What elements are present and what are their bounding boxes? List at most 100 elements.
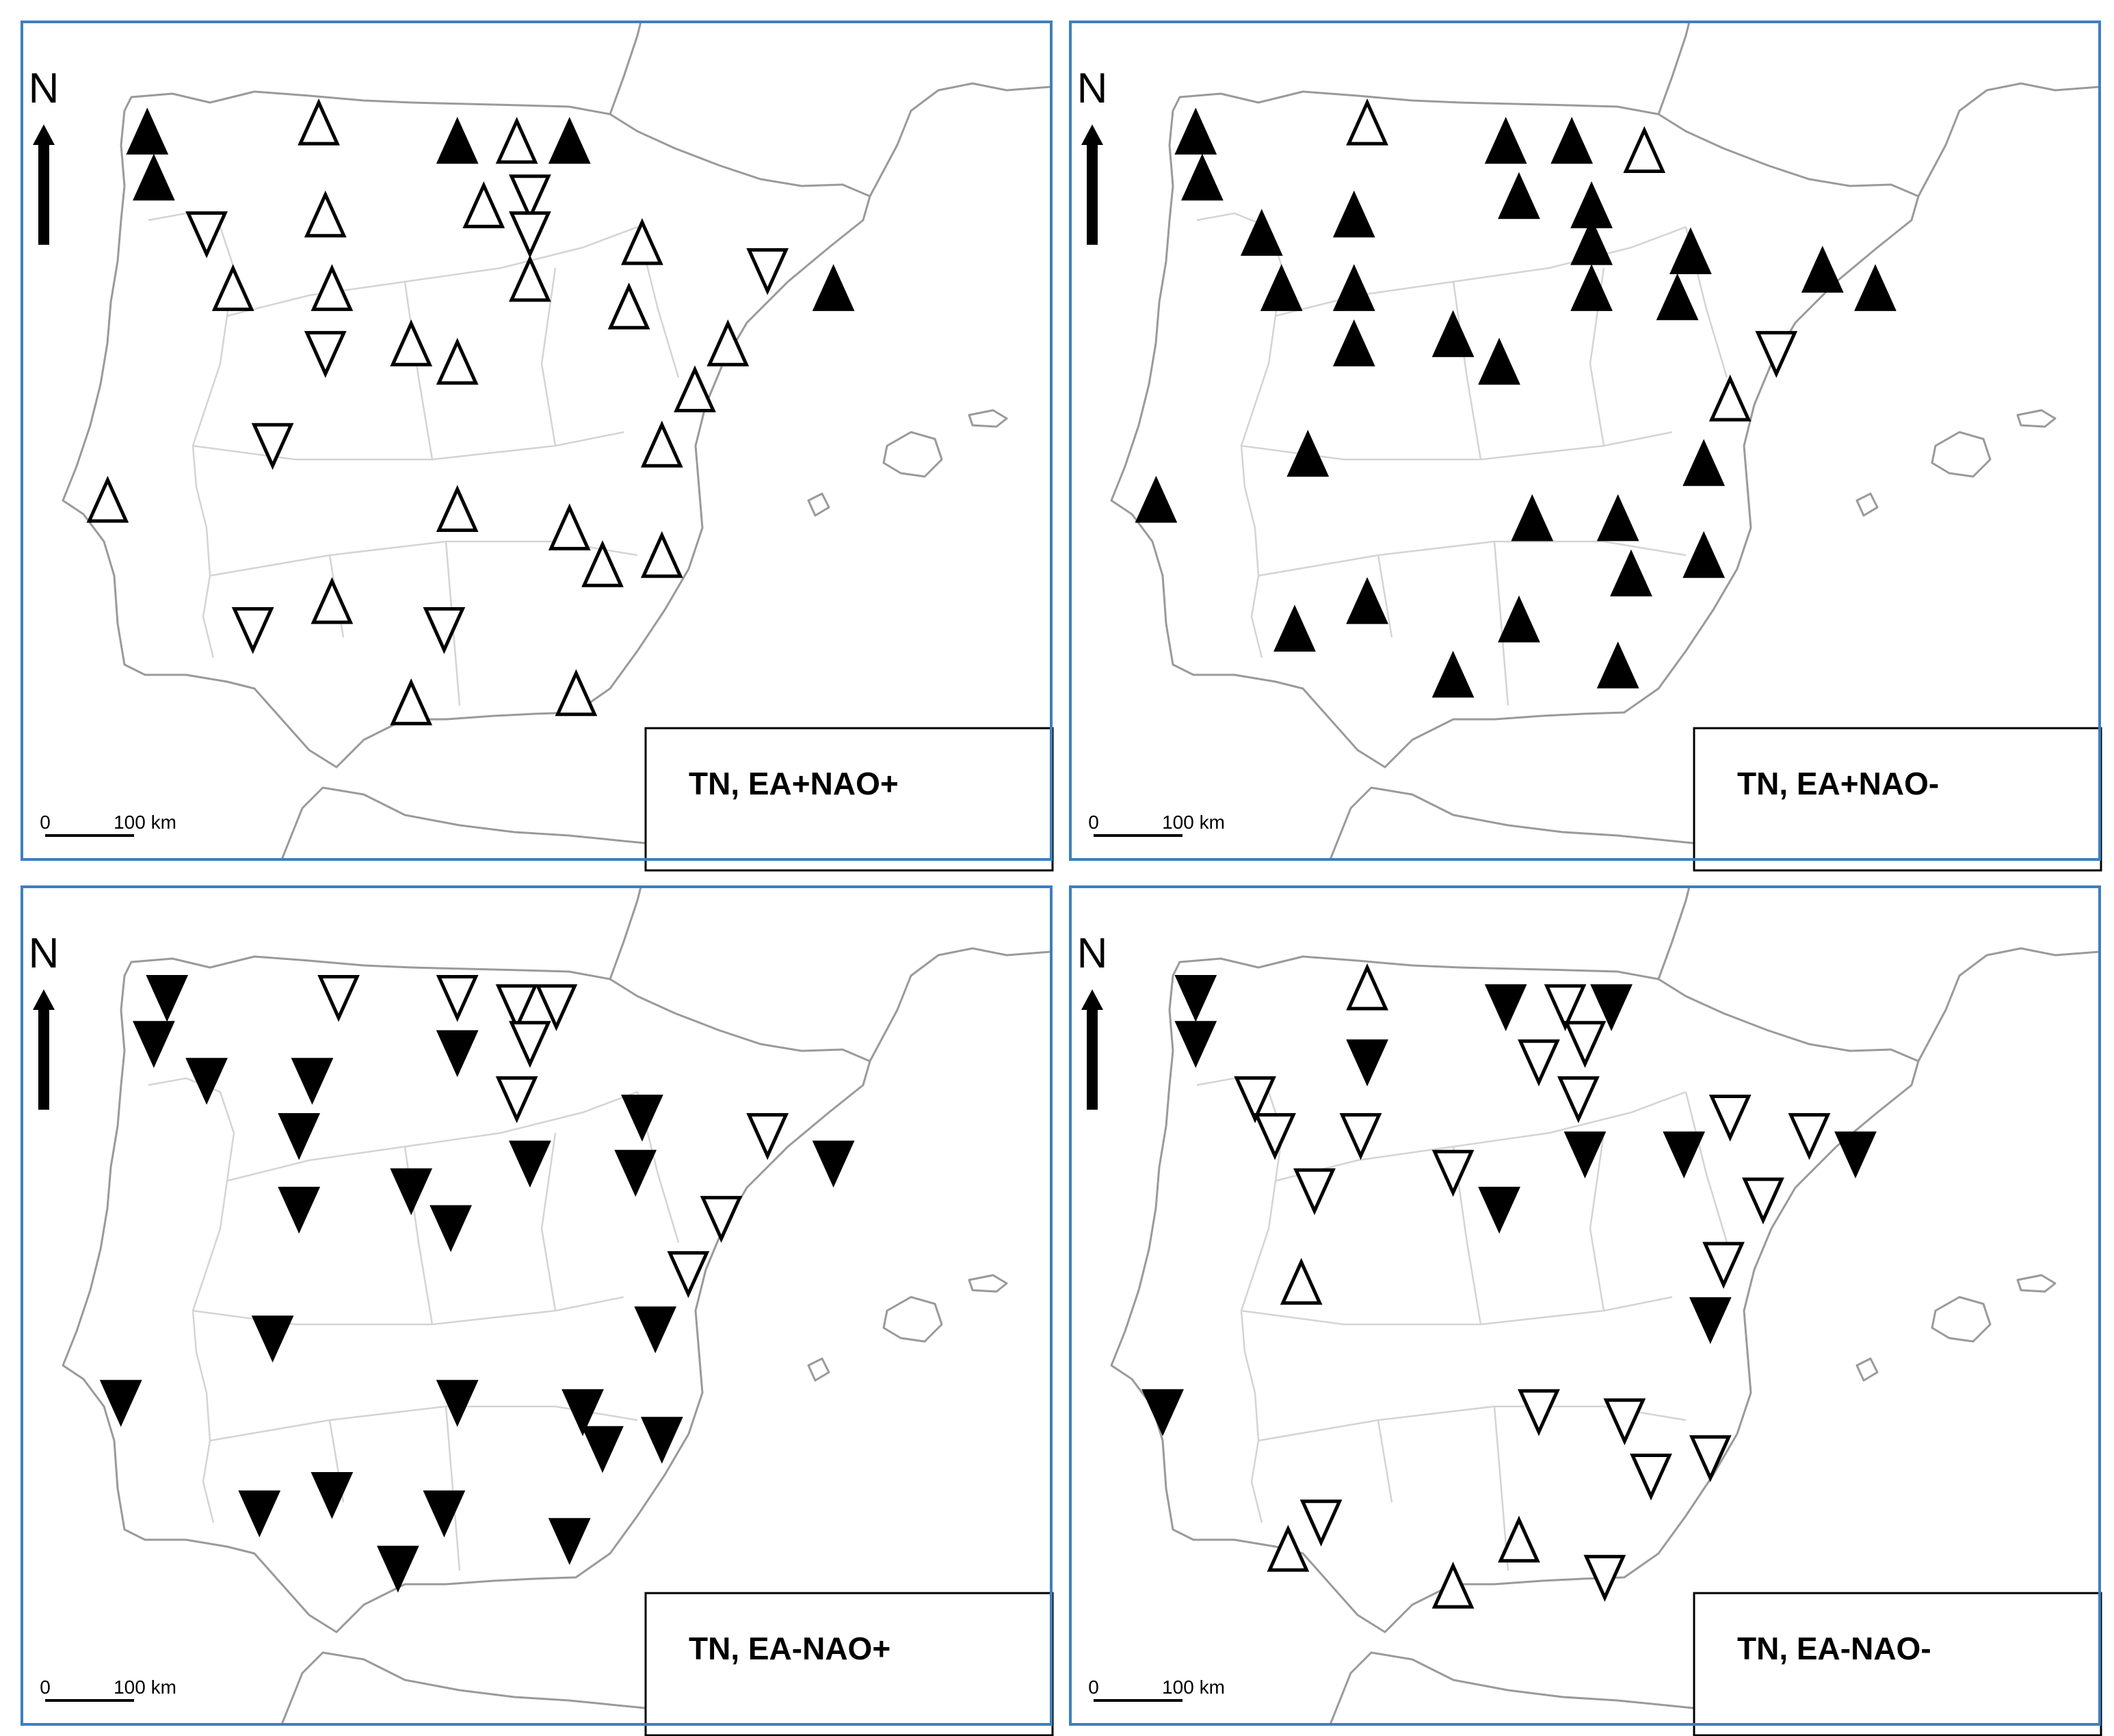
station-triangle-down-open [1755, 331, 1798, 378]
scale-bar: 0 100 km [40, 812, 176, 837]
basemap [1110, 22, 2100, 859]
map-panel-ea-plus-nao-minus: N 0 100 km TN, EA+NAO- [1069, 21, 2102, 872]
legend-box: TN, EA+NAO+ [644, 727, 1054, 872]
north-label: N [1077, 65, 1108, 112]
scale-bar-line [1094, 834, 1182, 837]
north-arrow-head-icon [1081, 989, 1103, 1010]
station-triangle-up-open [607, 282, 650, 330]
station-triangle-down-filled [423, 1490, 466, 1538]
north-label: N [1077, 930, 1108, 977]
north-arrow-head-icon [1081, 124, 1103, 145]
scale-bar: 0 100 km [1088, 1677, 1225, 1702]
station-triangle-down-open [1299, 1499, 1343, 1547]
station-triangle-down-filled [1141, 1389, 1184, 1437]
scale-zero-label: 0 [1088, 812, 1099, 833]
station-triangle-down-open [1708, 1095, 1752, 1142]
station-triangle-up-open [311, 264, 354, 311]
scale-distance-label: 100 km [1162, 812, 1225, 833]
station-markers [1141, 963, 1877, 1609]
station-triangle-down-filled [1563, 1131, 1607, 1179]
ibiza-island [807, 492, 830, 517]
station-triangle-down-open [304, 331, 347, 378]
station-triangle-down-open [509, 1021, 551, 1068]
north-arrow: N [1077, 65, 1108, 245]
station-triangle-up-filled [1511, 494, 1554, 542]
station-triangle-up-open [674, 365, 716, 412]
station-triangle-down-filled [251, 1316, 294, 1363]
station-triangle-up-open [436, 338, 479, 385]
panel-title: TN, EA-NAO- [1737, 1631, 1931, 1666]
scale-zero-label: 0 [40, 812, 51, 833]
station-triangle-up-open [211, 264, 254, 311]
station-triangle-down-open [231, 607, 274, 654]
station-triangle-down-open [1254, 1113, 1296, 1160]
station-triangle-down-filled [561, 1389, 604, 1437]
station-triangle-up-filled [548, 116, 591, 164]
station-triangle-up-open [86, 475, 129, 523]
menorca-island [968, 1274, 1008, 1293]
north-arrow-head-icon [33, 989, 55, 1010]
station-triangle-down-open [1339, 1113, 1382, 1160]
station-triangle-up-filled [1498, 595, 1540, 643]
station-triangle-up-filled [1431, 650, 1475, 698]
station-triangle-down-filled [436, 1380, 479, 1427]
scale-zero-label: 0 [1088, 1677, 1099, 1698]
station-triangle-up-filled [1498, 172, 1540, 219]
station-triangle-up-filled [1346, 577, 1388, 624]
station-triangle-up-open [1708, 374, 1752, 422]
scale-bar: 0 100 km [1088, 812, 1225, 837]
station-triangle-down-open [1293, 1168, 1336, 1216]
station-triangle-down-filled [1663, 1131, 1706, 1179]
station-triangle-down-open [746, 1113, 789, 1160]
station-triangle-up-open [311, 577, 354, 624]
scale-zero-label: 0 [40, 1677, 51, 1698]
basemap [62, 887, 1051, 1724]
station-triangle-up-filled [1286, 429, 1330, 477]
station-triangle-up-filled [1570, 218, 1613, 265]
north-arrow-shaft [38, 144, 49, 245]
panel-frame [1069, 885, 2101, 1726]
station-triangle-up-filled [1431, 310, 1475, 358]
scale-bar: 0 100 km [40, 1677, 176, 1702]
station-triangle-down-filled [548, 1518, 591, 1565]
station-triangle-down-filled [1478, 1186, 1520, 1234]
station-triangle-down-filled [238, 1490, 281, 1538]
station-triangle-up-filled [1174, 107, 1217, 155]
station-triangle-up-filled [1484, 116, 1527, 164]
station-triangle-down-open [1788, 1113, 1831, 1160]
station-triangle-up-filled [1478, 338, 1520, 385]
north-arrow-shaft [38, 1009, 49, 1110]
station-triangle-down-filled [146, 975, 189, 1022]
station-triangle-down-open [1630, 1454, 1672, 1501]
station-triangle-up-filled [1260, 264, 1303, 311]
station-triangle-up-filled [1682, 531, 1726, 578]
panel-title: TN, EA+NAO- [1737, 766, 1939, 801]
station-triangle-up-open [1346, 963, 1388, 1011]
menorca-island [968, 409, 1008, 428]
station-triangle-up-filled [1135, 475, 1178, 523]
station-triangle-down-open [436, 975, 479, 1022]
station-triangle-down-open [535, 984, 578, 1032]
station-triangle-up-filled [1669, 227, 1712, 274]
mallorca-island [882, 1296, 943, 1343]
scale-bar-line [45, 834, 134, 837]
station-triangle-down-filled [311, 1472, 354, 1519]
station-triangle-up-filled [133, 153, 175, 201]
france-coastline [1657, 22, 2100, 197]
station-triangle-up-filled [1181, 153, 1224, 201]
station-triangle-up-open [706, 319, 750, 366]
ibiza-island [1855, 1357, 1879, 1382]
station-triangle-up-open [1498, 1515, 1540, 1563]
station-triangle-down-open [509, 211, 551, 258]
ibiza-island [1855, 492, 1879, 517]
north-arrow-shaft [1087, 1009, 1098, 1110]
regional-borders [192, 1091, 680, 1571]
scale-distance-label: 100 km [1162, 1677, 1225, 1698]
scale-distance-label: 100 km [114, 812, 176, 833]
station-triangle-down-filled [99, 1380, 142, 1427]
station-triangle-up-filled [436, 116, 479, 164]
station-triangle-up-open [555, 669, 598, 717]
station-triangle-up-filled [1550, 116, 1594, 164]
north-arrow: N [29, 65, 59, 245]
station-triangle-down-filled [1346, 1039, 1388, 1086]
